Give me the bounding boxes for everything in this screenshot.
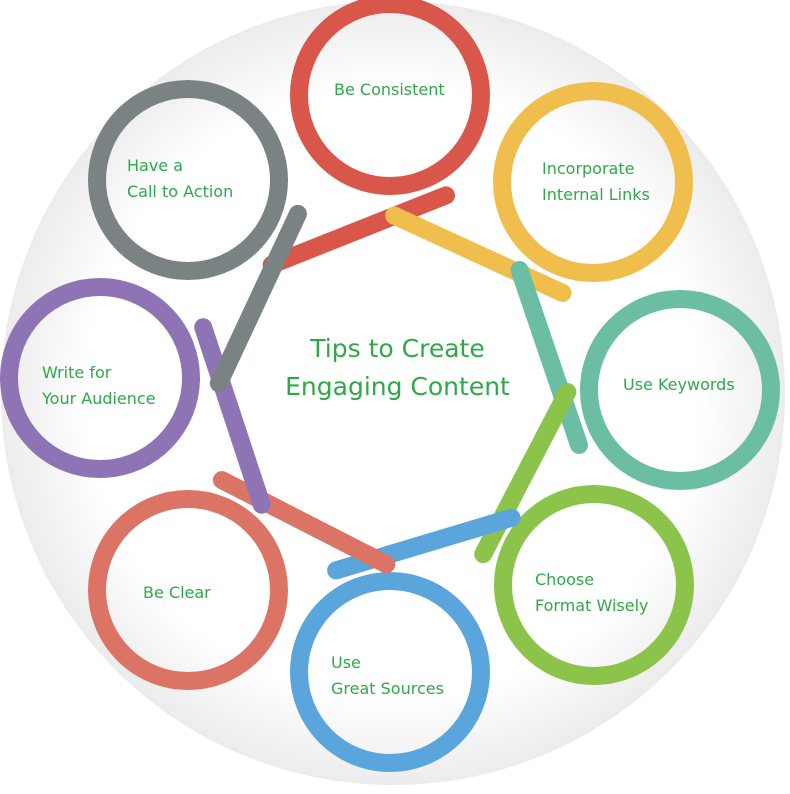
tip-label-line: Write for <box>42 363 112 382</box>
background-disc <box>1 1 785 785</box>
tip-label-use-keywords: Use Keywords <box>623 372 735 398</box>
tip-label-be-consistent: Be Consistent <box>334 77 445 103</box>
petal-band-incorporate-internal-links <box>385 206 572 302</box>
tip-label-line: Format Wisely <box>535 596 649 615</box>
tip-label-line: Be Clear <box>143 583 211 602</box>
petal-ring-incorporate-internal-links <box>493 82 693 282</box>
petal-ring-be-consistent <box>290 0 490 195</box>
petal-ring-choose-format-wisely <box>494 485 694 685</box>
tip-label-line: Use <box>331 653 361 672</box>
tip-label-be-clear: Be Clear <box>143 580 211 606</box>
tip-label-line: Great Sources <box>331 679 444 698</box>
tip-label-line: Your Audience <box>42 389 156 408</box>
tip-label-line: Have a <box>127 156 184 175</box>
tip-label-have-a-call-to-action: Have a Call to Action <box>127 153 233 205</box>
petal-band-write-for-your-audience <box>194 318 271 514</box>
tip-label-line: Internal Links <box>542 185 650 204</box>
tip-label-line: Be Consistent <box>334 80 445 99</box>
tip-label-line: Call to Action <box>127 182 234 201</box>
petal-ring-write-for-your-audience <box>0 278 200 478</box>
petal-band-use-keywords <box>510 261 588 454</box>
petal-band-be-consistent <box>262 186 455 274</box>
diagram-title: Tips to Create Engaging Content <box>260 330 535 406</box>
tip-label-line: Use Keywords <box>623 375 735 394</box>
petal-ring-use-great-sources <box>290 572 490 772</box>
tip-label-line: Choose <box>535 570 595 589</box>
petal-band-have-a-call-to-action <box>209 204 307 393</box>
petal-ring-use-keywords <box>580 290 780 490</box>
petal-ring-have-a-call-to-action <box>88 80 288 280</box>
tip-label-line: Incorporate <box>542 159 635 178</box>
title-line-1: Tips to Create <box>310 334 485 363</box>
title-line-2: Engaging Content <box>285 372 510 401</box>
petal-ring-be-clear <box>88 490 288 690</box>
